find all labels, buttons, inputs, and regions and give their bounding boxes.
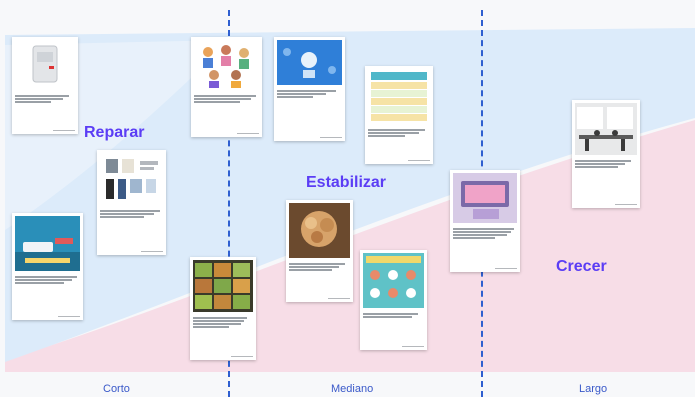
card-footer [231, 355, 253, 357]
card-footer [615, 203, 637, 205]
card-devices[interactable] [450, 170, 520, 272]
card-footer [141, 250, 163, 252]
infographic-thumbnail [363, 253, 424, 308]
card-text [194, 95, 259, 103]
card-office[interactable] [572, 100, 640, 208]
card-footer [495, 267, 517, 269]
technology-thumbnail [277, 40, 342, 85]
card-brain[interactable] [286, 200, 353, 302]
product-thumbnail [15, 40, 75, 90]
axis-label-corto: Corto [103, 383, 130, 395]
card-clothing[interactable] [97, 150, 166, 255]
card-footer [402, 345, 424, 347]
card-text [453, 228, 517, 239]
schedule-thumbnail [368, 69, 430, 124]
devices-thumbnail [453, 173, 517, 223]
divider-corto-mediano [228, 10, 230, 397]
zone-label-reparar: Reparar [84, 124, 145, 141]
card-footer [408, 159, 430, 161]
card-text [277, 90, 342, 98]
card-text [100, 210, 163, 218]
zone-label-crecer: Crecer [556, 258, 607, 275]
card-text [15, 276, 80, 284]
card-infographic[interactable] [360, 250, 427, 350]
card-footer [53, 129, 75, 131]
card-sleep[interactable] [12, 213, 83, 320]
card-text [363, 313, 424, 318]
sleep-thumbnail [15, 216, 80, 271]
card-technology[interactable] [274, 37, 345, 141]
brain-thumbnail [289, 203, 350, 258]
card-meal-prep[interactable] [190, 257, 256, 360]
card-text [368, 129, 430, 137]
card-text [193, 317, 253, 328]
axis-label-mediano: Mediano [331, 383, 374, 395]
card-text [575, 160, 637, 168]
axis-label-largo: Largo [579, 383, 608, 395]
card-footer [328, 297, 350, 299]
office-thumbnail [575, 103, 637, 155]
zone-label-estabilizar: Estabilizar [306, 174, 387, 191]
card-schedule-table[interactable] [365, 66, 433, 164]
card-text [289, 263, 350, 271]
meal-prep-thumbnail [193, 260, 253, 312]
clothing-thumbnail [100, 153, 163, 205]
exercise-thumbnail [194, 40, 259, 90]
card-exercise[interactable] [191, 37, 262, 137]
card-footer [58, 315, 80, 317]
card-footer [237, 132, 259, 134]
card-footer [320, 136, 342, 138]
card-text [15, 95, 75, 103]
card-product[interactable] [12, 37, 78, 134]
